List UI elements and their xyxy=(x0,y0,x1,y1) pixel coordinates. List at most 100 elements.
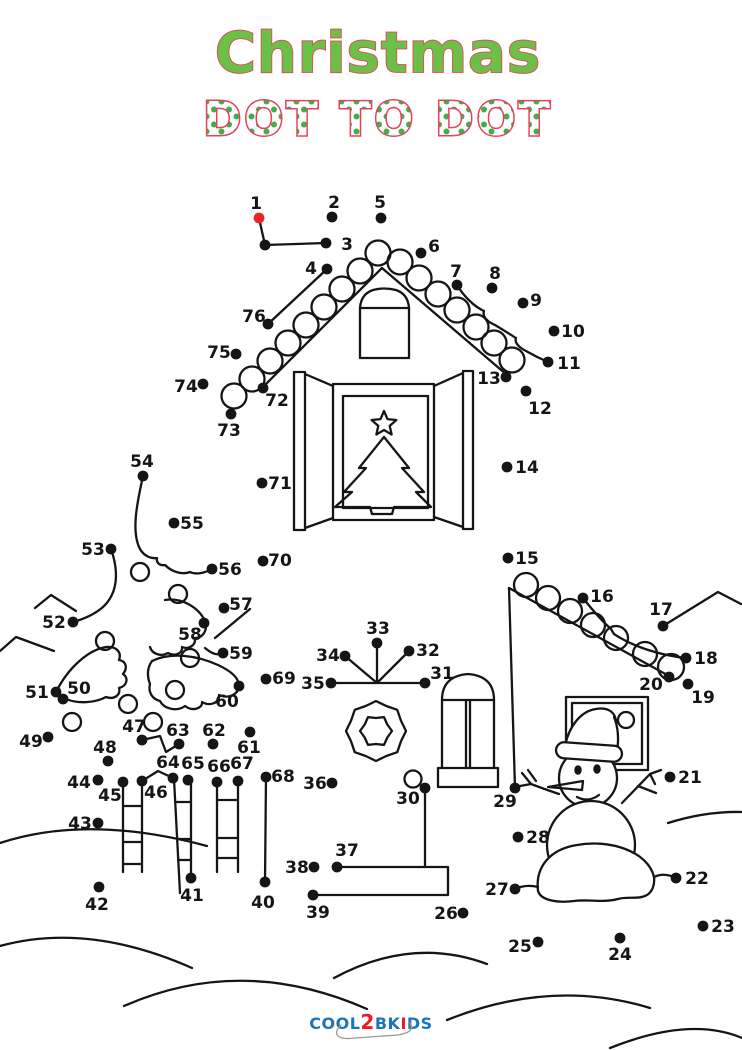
dot-number-label: 5 xyxy=(374,193,386,213)
dot-number-label: 71 xyxy=(268,474,292,494)
dot-number-label: 22 xyxy=(685,869,709,889)
dot-number-label: 70 xyxy=(268,551,292,571)
dot-number-label: 41 xyxy=(180,886,204,906)
puzzle-dot-64 xyxy=(167,772,179,784)
dot-number-label: 26 xyxy=(434,904,458,924)
dot-number-label: 30 xyxy=(396,789,420,809)
puzzle-dot-56 xyxy=(206,563,218,575)
dot-number-label: 13 xyxy=(477,369,501,389)
fence xyxy=(121,734,268,895)
line-17 xyxy=(661,590,742,628)
page-subtitle: DOT TO DOT xyxy=(203,92,553,146)
puzzle-dot-bend xyxy=(259,239,271,251)
page-title: Christmas xyxy=(215,21,541,86)
puzzle-dot-45 xyxy=(117,776,129,788)
dot-number-label: 49 xyxy=(19,732,43,752)
dot-number-label: 53 xyxy=(81,540,105,560)
puzzle-dot-66 xyxy=(211,776,223,788)
puzzle-dot-9 xyxy=(517,297,529,309)
puzzle-dot-68 xyxy=(260,771,272,783)
dot-number-label: 60 xyxy=(215,692,239,712)
santa-hat-brim xyxy=(554,741,624,763)
puzzle-dot-37 xyxy=(331,861,343,873)
snowman-left-arm xyxy=(518,768,561,796)
dot-number-label: 61 xyxy=(237,738,261,758)
puzzle-dot-29 xyxy=(509,782,521,794)
puzzle-dot-63 xyxy=(173,738,185,750)
dot-number-label: 21 xyxy=(678,768,702,788)
puzzle-dot-58 xyxy=(198,617,210,629)
dot-number-label: 28 xyxy=(526,828,550,848)
puzzle-dot-23 xyxy=(697,920,709,932)
puzzle-dot-42 xyxy=(93,881,105,893)
dot-number-label: 74 xyxy=(174,377,198,397)
snowman xyxy=(513,707,678,903)
dot-number-label: 37 xyxy=(335,841,359,861)
dot-number-label: 39 xyxy=(306,903,330,923)
puzzle-dot-38 xyxy=(308,861,320,873)
puzzle-artwork xyxy=(0,216,742,1050)
drawn-line-1-3 xyxy=(257,216,328,247)
puzzle-dot-7 xyxy=(451,279,463,291)
puzzle-dot-8 xyxy=(486,282,498,294)
dot-number-label: 33 xyxy=(366,619,390,639)
puzzle-dot-41 xyxy=(185,872,197,884)
dot-number-label: 44 xyxy=(67,773,91,793)
dot-number-label: 42 xyxy=(85,895,109,915)
puzzle-dot-4 xyxy=(321,263,333,275)
dot-number-label: 31 xyxy=(430,664,454,684)
dot-number-label: 46 xyxy=(144,783,168,803)
dot-number-label: 6 xyxy=(428,237,440,257)
puzzle-dot-70 xyxy=(257,555,269,567)
dot-number-label: 18 xyxy=(694,649,718,669)
puzzle-dot-33 xyxy=(371,637,383,649)
puzzle-dot-59 xyxy=(217,647,229,659)
zigzag-47-63 xyxy=(140,734,181,754)
snowman-eye xyxy=(593,764,601,774)
puzzle-dot-40 xyxy=(259,876,271,888)
puzzle-dot-3 xyxy=(320,237,332,249)
puzzle-dot-60 xyxy=(233,680,245,692)
lantern xyxy=(436,672,500,789)
puzzle-dot-12 xyxy=(520,385,532,397)
window-tree-star xyxy=(370,409,398,436)
dot-number-label: 2 xyxy=(328,193,340,213)
shed-garland xyxy=(507,571,742,790)
dot-number-label: 72 xyxy=(265,391,289,411)
dot-number-label: 19 xyxy=(691,688,715,708)
puzzle-dot-50 xyxy=(57,693,69,705)
snowman-smile xyxy=(575,793,601,801)
puzzle-dot-16 xyxy=(577,592,589,604)
dot-number-label: 47 xyxy=(122,717,146,737)
puzzle-dot-1 xyxy=(253,212,265,224)
dot-number-label: 24 xyxy=(608,945,632,965)
dot-number-label: 14 xyxy=(515,458,539,478)
dot-number-label: 75 xyxy=(207,343,231,363)
puzzle-dot-27 xyxy=(509,883,521,895)
dot-number-label: 65 xyxy=(181,754,205,774)
logo-text: COOL2BKIDS xyxy=(309,1010,432,1034)
dot-number-label: 58 xyxy=(178,625,202,645)
distant-zigzag-2 xyxy=(0,635,56,653)
puzzle-dot-17 xyxy=(657,620,669,632)
dot-number-label: 1 xyxy=(250,194,262,214)
dot-number-label: 25 xyxy=(508,937,532,957)
puzzle-dot-67 xyxy=(232,775,244,787)
snowman-right-arm xyxy=(620,768,663,805)
window-christmas-tree xyxy=(333,435,433,516)
puzzle-dot-72 xyxy=(257,382,269,394)
dot-number-label: 10 xyxy=(561,322,585,342)
wreath xyxy=(344,699,408,763)
puzzle-dot-65 xyxy=(182,774,194,786)
puzzle-dot-69 xyxy=(260,673,272,685)
fence-zigzag-46-64 xyxy=(140,769,175,783)
dot-number-label: 64 xyxy=(156,753,180,773)
sled-outline xyxy=(311,786,450,897)
dot-number-label: 11 xyxy=(557,354,581,374)
puzzle-dot-10 xyxy=(548,325,560,337)
puzzle-dot-14 xyxy=(501,461,513,473)
puzzle-dot-73 xyxy=(225,408,237,420)
puzzle-dot-35 xyxy=(325,677,337,689)
